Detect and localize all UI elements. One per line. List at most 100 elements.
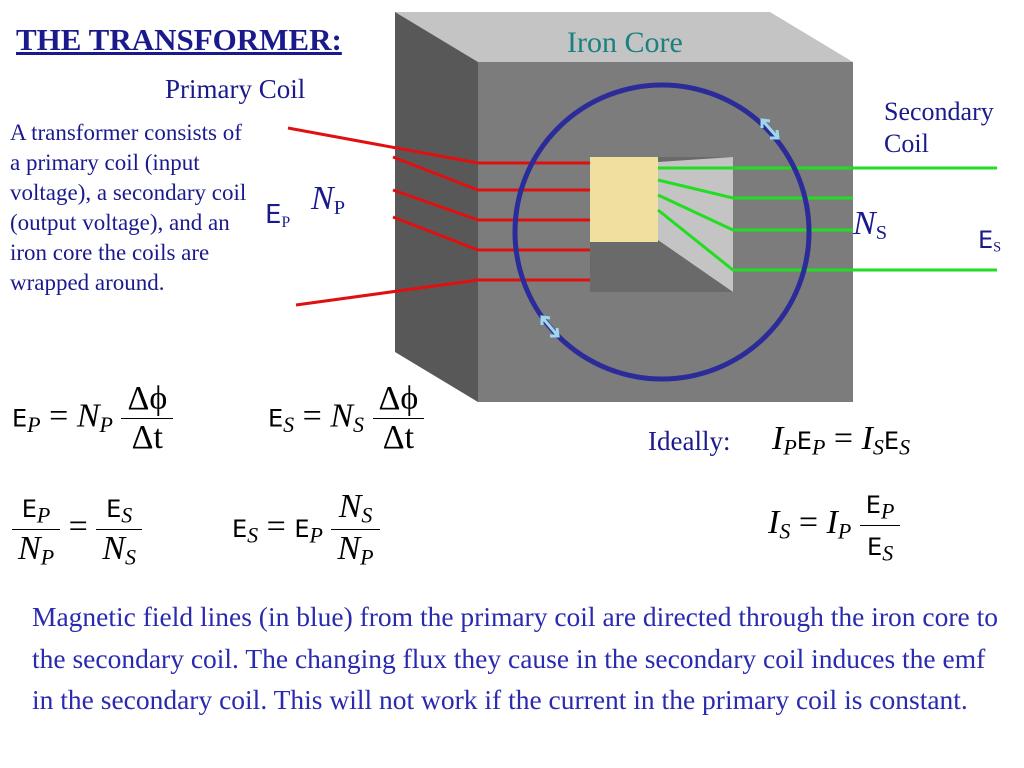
subscript-s: S <box>872 434 884 460</box>
current-letter: I <box>826 503 838 541</box>
emf-letter: E <box>21 495 37 523</box>
emf-letter: E <box>12 404 28 433</box>
turns-letter: N <box>853 205 876 242</box>
subscript-s: S <box>283 411 295 437</box>
turns-letter: N <box>102 529 126 567</box>
iron-core-top-face <box>395 12 853 62</box>
fraction-numerator: EP <box>12 488 61 530</box>
fraction-numerator: EP <box>859 484 901 526</box>
subscript-p: P <box>27 411 41 437</box>
equals-sign: = <box>266 507 286 545</box>
emf-letter: E <box>268 404 284 433</box>
emf-letter: E <box>865 491 881 519</box>
equals-sign: = <box>68 507 88 545</box>
equals-sign: = <box>302 397 322 435</box>
emf-letter: E <box>106 495 122 523</box>
fraction-numerator: Δϕ <box>121 380 174 419</box>
fraction-denominator: NP <box>331 530 379 571</box>
subscript-p: P <box>880 498 895 524</box>
fraction-denominator: Δt <box>382 419 415 456</box>
subscript-s: S <box>353 411 365 437</box>
secondary-coil-label-line1: Secondary <box>884 97 994 126</box>
equals-sign: = <box>49 397 69 435</box>
subscript-s: S <box>899 434 911 460</box>
subscript-s: S <box>247 522 259 548</box>
subscript-s: S <box>125 544 137 569</box>
emf-letter: E <box>883 427 900 455</box>
secondary-coil-label: Secondary Coil <box>884 96 1024 160</box>
emf-letter: E <box>867 532 883 561</box>
iron-core-label: Iron Core <box>567 26 683 59</box>
fraction-denominator: NP <box>12 530 60 571</box>
fraction-denominator: ES <box>860 526 901 567</box>
subscript-p: P <box>837 518 852 544</box>
current-letter: I <box>772 420 784 457</box>
secondary-coil-wires <box>657 166 997 272</box>
description-text: A transformer consists of a primary coil… <box>10 120 247 295</box>
secondary-coil-label-line2: Coil <box>884 129 929 158</box>
emf-letter: E <box>265 200 282 230</box>
turns-letter: N <box>76 397 100 435</box>
equals-sign: = <box>833 420 854 457</box>
turns-letter: N <box>337 529 361 567</box>
field-direction-arrows <box>540 118 780 338</box>
subscript-p: P <box>783 434 797 460</box>
page-title: THE TRANSFORMER: <box>16 22 342 57</box>
fraction-numerator: ES <box>96 488 143 530</box>
subscript-p: P <box>360 544 374 569</box>
emf-letter: E <box>294 514 310 543</box>
subscript-p: P <box>333 197 346 220</box>
ideally-label: Ideally: <box>648 426 731 456</box>
subscript-p: P <box>40 544 55 569</box>
equals-sign: = <box>798 503 819 541</box>
fraction-numerator: NS <box>331 488 380 530</box>
fraction-denominator: NS <box>96 530 142 571</box>
iron-core-side-face <box>395 12 478 402</box>
fraction-numerator: Δϕ <box>372 380 425 419</box>
primary-coil-wires <box>287 126 590 307</box>
primary-coil-label: Primary Coil <box>165 74 306 104</box>
emf-letter: E <box>978 226 994 254</box>
magnetic-field-line <box>512 82 812 382</box>
subscript-s: S <box>361 502 373 528</box>
primary-emf-symbol: EP <box>265 200 290 232</box>
coil-face <box>590 157 658 242</box>
turns-letter: N <box>330 397 354 435</box>
turns-letter: N <box>338 488 362 525</box>
secondary-turns-symbol: NS <box>853 205 887 245</box>
subscript-s: S <box>993 239 1002 256</box>
emf-letter: E <box>796 427 812 455</box>
subscript-s: S <box>875 222 888 245</box>
subscript-s: S <box>779 518 791 544</box>
current-letter: I <box>861 420 873 457</box>
equation-power-balance: IPEP = ISES <box>772 420 910 461</box>
emf-letter: E <box>232 514 248 543</box>
primary-turns-symbol: NP <box>311 180 345 220</box>
subscript-p: P <box>99 411 113 437</box>
secondary-emf-symbol: ES <box>978 226 1001 257</box>
core-window-light <box>658 157 733 292</box>
explanation-text: Magnetic field lines (in blue) from the … <box>32 601 998 715</box>
subscript-p: P <box>281 213 291 231</box>
fraction-denominator: Δt <box>131 419 163 456</box>
turns-letter: N <box>18 529 41 567</box>
subscript-p: P <box>309 522 323 548</box>
subscript-p: P <box>811 434 826 460</box>
subscript-s: S <box>121 502 133 528</box>
turns-letter: N <box>311 180 334 217</box>
current-letter: I <box>768 503 780 541</box>
subscript-s: S <box>882 540 894 565</box>
subscript-p: P <box>36 502 51 528</box>
